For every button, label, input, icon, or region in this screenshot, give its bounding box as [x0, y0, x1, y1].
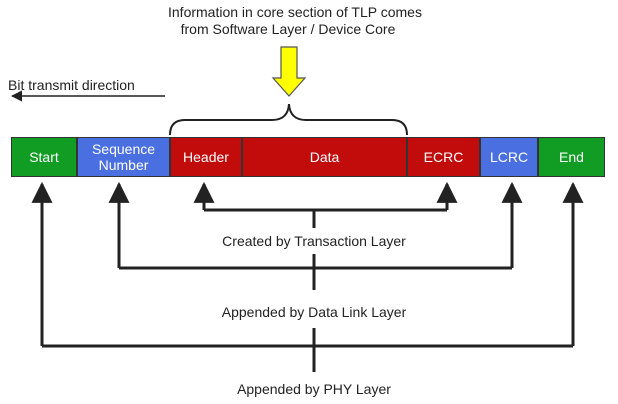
segment-end-label: End [559, 148, 584, 165]
segment-start: Start [11, 137, 77, 177]
data-link-layer-label: Appended by Data Link Layer [221, 304, 407, 320]
segment-header-label: Header [183, 148, 229, 165]
core-info-line-1: Information in core section of TLP comes [168, 4, 422, 20]
transaction-layer-label: Created by Transaction Layer [222, 233, 406, 249]
phy-layer-label: Appended by PHY Layer [237, 381, 391, 397]
segment-header: Header [170, 137, 242, 177]
segment-data-label: Data [309, 148, 340, 165]
segment-ecrc-label: ECRC [423, 148, 464, 165]
segment-lcrc-label: LCRC [489, 148, 529, 165]
segment-sequence-label: Sequence [91, 140, 156, 157]
segment-sequence-number: Sequence Number [77, 137, 170, 177]
segment-number-label: Number [98, 157, 149, 173]
segment-start-label: Start [29, 148, 59, 165]
bit-direction-label: Bit transmit direction [8, 77, 135, 93]
segment-end: End [538, 137, 605, 177]
segment-data: Data [242, 137, 407, 177]
phy-bracket [31, 181, 584, 372]
data-link-bracket [108, 181, 523, 290]
core-info-line-2: from Software Layer / Device Core [180, 20, 396, 37]
transaction-bracket [193, 181, 458, 228]
core-info-note: Information in core section of TLP comes… [168, 4, 422, 38]
core-data-arrow-icon [271, 46, 307, 97]
core-section-brace [169, 103, 408, 136]
segment-lcrc: LCRC [480, 137, 538, 177]
segment-ecrc: ECRC [407, 137, 480, 177]
